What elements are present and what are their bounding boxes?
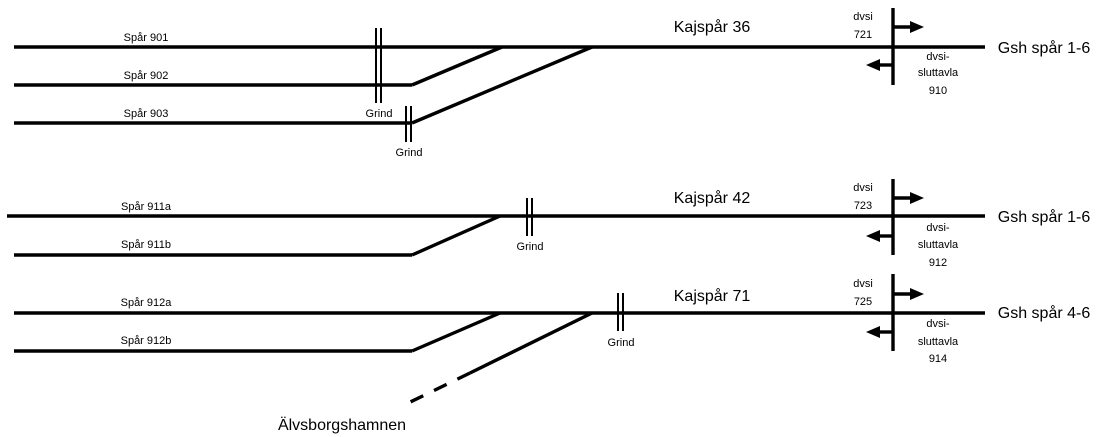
gate-symbol bbox=[375, 28, 382, 103]
end-sign-name: dvsi- bbox=[926, 318, 950, 330]
signal-name: dvsi bbox=[853, 11, 873, 23]
grind-label: Grind bbox=[608, 337, 635, 349]
section-kajspar-36: Spår 901 Spår 902 Spår 903 Grind Grind K… bbox=[14, 8, 1090, 159]
kajspar-label: Kajspår 36 bbox=[674, 18, 751, 36]
kajspar-label: Kajspår 71 bbox=[674, 287, 751, 305]
end-sign-type: sluttavla bbox=[918, 239, 959, 251]
destination-label: Gsh spår 1-6 bbox=[998, 208, 1091, 226]
gate-symbol bbox=[617, 293, 624, 331]
gate-symbol bbox=[526, 198, 533, 236]
signal-number: 721 bbox=[854, 29, 872, 41]
switch-903 bbox=[411, 45, 593, 125]
section-kajspar-42: Spår 911a Spår 911b Grind Kajspår 42 dvs… bbox=[7, 179, 1090, 269]
grind-label: Grind bbox=[366, 108, 393, 120]
kajspar-label: Kajspår 42 bbox=[674, 189, 751, 207]
end-sign-type: sluttavla bbox=[918, 336, 959, 348]
signal-post bbox=[866, 274, 924, 351]
signal-name: dvsi bbox=[853, 278, 873, 290]
track-label-903: Spår 903 bbox=[124, 108, 169, 120]
track-label-911b: Spår 911b bbox=[121, 239, 171, 251]
end-sign-number: 914 bbox=[929, 353, 947, 365]
track-label-911a: Spår 911a bbox=[121, 201, 172, 213]
signal-number: 723 bbox=[854, 200, 872, 212]
track-label-902: Spår 902 bbox=[124, 70, 169, 82]
section-kajspar-71: Spår 912a Spår 912b Grind Kajspår 71 dvs… bbox=[14, 274, 1091, 409]
switch-harbor bbox=[469, 311, 593, 375]
track-label-901: Spår 901 bbox=[124, 32, 169, 44]
harbor-label: Älvsborgshamnen bbox=[278, 416, 406, 434]
track-label-912b: Spår 912b bbox=[121, 335, 172, 347]
end-sign-number: 912 bbox=[929, 257, 947, 269]
signal-name: dvsi bbox=[853, 182, 873, 194]
switch-911b bbox=[411, 214, 501, 257]
track-label-912a: Spår 912a bbox=[121, 297, 173, 309]
grind-label: Grind bbox=[517, 241, 544, 253]
end-sign-name: dvsi- bbox=[926, 51, 950, 63]
switch-912b bbox=[411, 311, 501, 353]
end-sign-number: 910 bbox=[929, 85, 947, 97]
end-sign-type: sluttavla bbox=[918, 67, 959, 79]
end-sign-name: dvsi- bbox=[926, 222, 950, 234]
signal-post bbox=[866, 8, 924, 85]
destination-label: Gsh spår 4-6 bbox=[998, 304, 1091, 322]
signal-post bbox=[866, 179, 924, 255]
signal-number: 725 bbox=[854, 296, 872, 308]
destination-label: Gsh spår 1-6 bbox=[998, 39, 1091, 57]
gate-symbol bbox=[405, 106, 412, 142]
switch-902 bbox=[411, 45, 503, 87]
grind-label: Grind bbox=[396, 147, 423, 159]
harbor-track-dashed bbox=[399, 371, 471, 409]
